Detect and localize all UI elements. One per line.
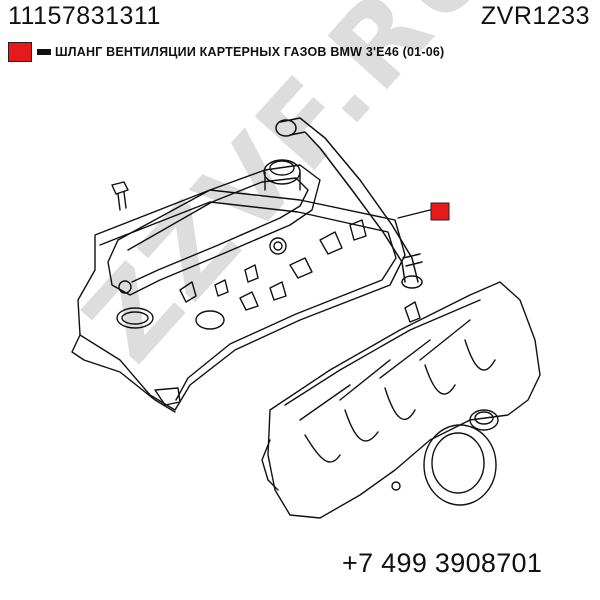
cover-plate xyxy=(107,159,321,296)
legend-title: ШЛАНГ ВЕНТИЛЯЦИИ КАРТЕРНЫХ ГАЗОВ BMW 3'E… xyxy=(55,45,445,59)
legend: ШЛАНГ ВЕНТИЛЯЦИИ КАРТЕРНЫХ ГАЗОВ BMW 3'E… xyxy=(8,42,444,62)
phone-number: +7 499 3908701 xyxy=(342,548,543,578)
breather-hose xyxy=(275,117,423,289)
part-marker-icon xyxy=(430,202,450,221)
dash-icon xyxy=(37,49,51,55)
cam-details xyxy=(116,219,367,330)
leader-line xyxy=(397,209,431,219)
intake-manifold xyxy=(261,281,541,519)
bolt-icon xyxy=(111,181,129,211)
catalog-code: ZVR1233 xyxy=(480,2,590,30)
valve-cover-base xyxy=(71,189,406,413)
red-marker-icon xyxy=(8,42,32,62)
part-number: 11157831311 xyxy=(8,2,161,30)
